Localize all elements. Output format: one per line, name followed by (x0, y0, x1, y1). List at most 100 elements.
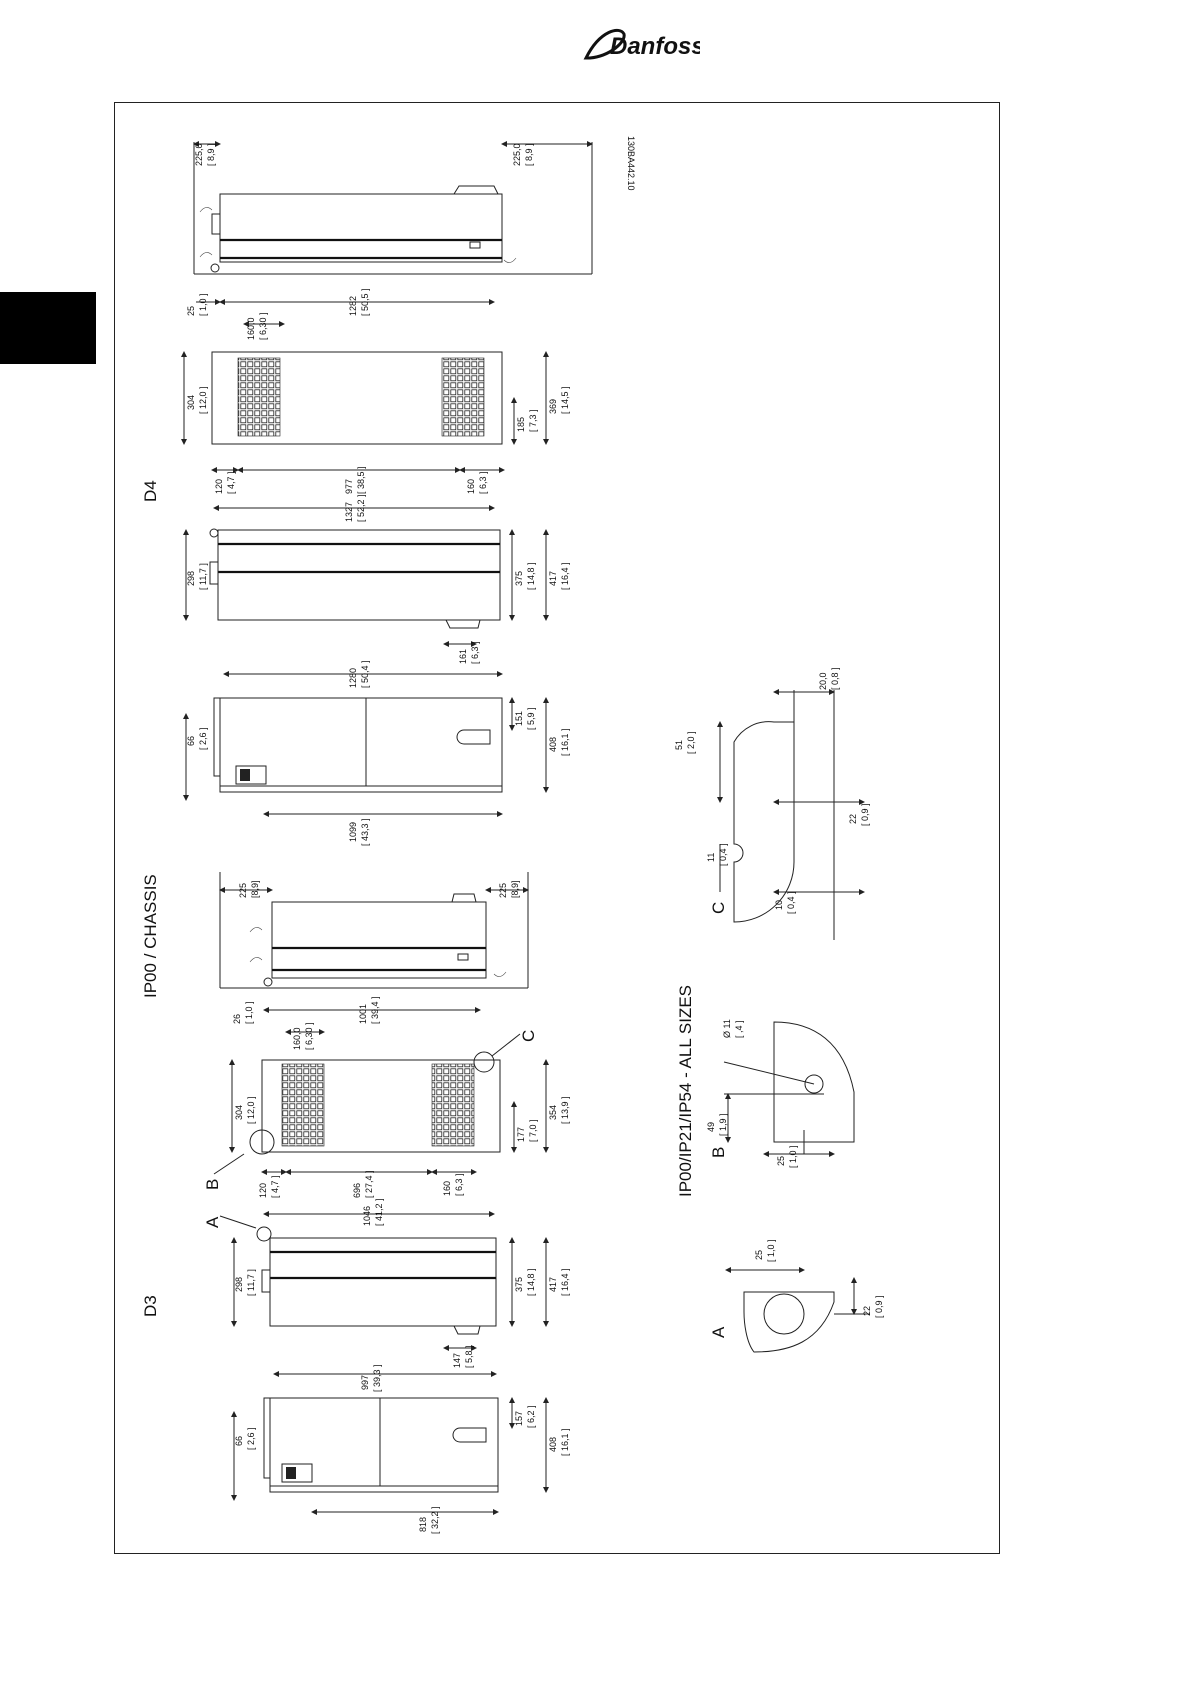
label-d4: D4 (141, 480, 160, 502)
dim-d3-side-225b: 225 (498, 883, 508, 898)
detail-c-label: C (709, 902, 728, 914)
dim-d4-front-298-in: [ 11,7 ] (198, 563, 208, 590)
dim-d3-ch-818: 818 (418, 1517, 428, 1532)
dimension-drawing: 130BA442.10 D4 IP00 / CHASSIS D3 IP00/IP… (141, 136, 884, 1534)
dim-d4-top-120-in: [ 4,7 ] (226, 471, 236, 494)
dim-d4-side-225b: 225,0 (512, 143, 522, 166)
dim-d3-top-120: 120 (258, 1183, 268, 1198)
dim-d4-ch-408: 408 (548, 737, 558, 752)
dim-d4-ch-151-in: [ 5,9 ] (526, 707, 536, 730)
dim-d4-front-375-in: [ 14,8 ] (526, 562, 536, 590)
dim-c-20: 20,0 (818, 672, 828, 690)
dim-a-25-in: [ 1,0 ] (766, 1239, 776, 1262)
dim-d4-front-375: 375 (514, 571, 524, 586)
dim-b-49-in: [ 1,9 ] (718, 1113, 728, 1136)
dim-d4-top-304: 304 (186, 395, 196, 410)
dim-d3-front-298: 298 (234, 1277, 244, 1292)
dim-d3-top-177: 177 (516, 1127, 526, 1142)
dim-d3-top-304: 304 (234, 1105, 244, 1120)
dim-d3-top-696-in: [ 27,4 ] (364, 1170, 374, 1198)
dim-c-10-in: [ 0,4 ] (786, 891, 796, 914)
dim-d4-top-120: 120 (214, 479, 224, 494)
dim-d4-front-1327-in: [ 52,2 ] (356, 494, 366, 522)
dim-d3-side-225b-in: [8,9] (510, 880, 520, 898)
d3-top-view: 26 [ 1,0 ] 1001 [ 39,4 ] 160,0 [ 6,30 ] … (203, 996, 570, 1198)
dim-d4-top-160b: 160 (466, 479, 476, 494)
dim-d3-ch-157: 157 (514, 1411, 524, 1426)
d4-top-view: 25 [ 1,0 ] 1282 [ 50,5 ] 160,0 [ 6,30 ] … (181, 288, 570, 494)
dim-d3-top-1001: 1001 (358, 1004, 368, 1024)
dim-c-20-in: [ 0,8 ] (830, 667, 840, 690)
dim-c-10: 10 (774, 900, 784, 910)
dim-d3-side-225a-in: [8,9] (250, 880, 260, 898)
danfoss-logo: Danfoss (583, 28, 700, 60)
dim-d4-front-1327: 1327 (344, 502, 354, 522)
dim-d4-ch-408-in: [ 16,1 ] (560, 728, 570, 756)
dim-d4-front-161-in: [ 6,3 ] (470, 641, 480, 664)
drawing-frame (114, 102, 1000, 1554)
dim-a-22-in: [ 0,9 ] (874, 1295, 884, 1318)
dim-d3-ch-818-in: [ 32,2 ] (430, 1506, 440, 1534)
dim-d4-top-25: 25 (186, 306, 196, 316)
dim-c-11: 11 (706, 853, 716, 862)
dim-a-22: 22 (862, 1306, 872, 1316)
dim-d3-front-1046: 1046 (362, 1206, 372, 1226)
dim-d3-ch-66-in: [ 2,6 ] (246, 1427, 256, 1450)
callout-b: B (203, 1179, 222, 1190)
chapter-tab (0, 292, 96, 364)
dim-d3-ch-66: 66 (234, 1436, 244, 1446)
label-chassis: IP00 / CHASSIS (141, 874, 160, 998)
logo-text: Danfoss (610, 33, 700, 60)
detail-a: 25 [ 1,0 ] 22 [ 0,9 ] A (709, 1239, 884, 1353)
dim-d4-top-160b-in: [ 6,3 ] (478, 471, 488, 494)
dim-d3-top-26: 26 (232, 1014, 242, 1024)
dim-d3-top-696: 696 (352, 1183, 362, 1198)
dim-d3-front-375-in: [ 14,8 ] (526, 1268, 536, 1296)
dim-d4-front-298: 298 (186, 571, 196, 586)
dim-d4-top-185: 185 (516, 417, 526, 432)
dim-d4-front-417-in: [ 16,4 ] (560, 562, 570, 590)
callout-c: C (519, 1030, 538, 1042)
dim-c-51: 51 (674, 740, 684, 750)
dim-d3-top-160b: 160 (442, 1181, 452, 1196)
d3-chassis-view: 997 [ 39,3 ] 66 [ 2,6 ] 157 [ 6,2 ] 408 … (231, 1364, 570, 1534)
dim-d3-top-160-in: [ 6,30 ] (304, 1022, 314, 1050)
dim-d3-top-1001-in: [ 39,4 ] (370, 996, 380, 1024)
dim-d4-top-160: 160,0 (246, 317, 256, 340)
dim-d4-ch-1099: 1099 (348, 822, 358, 842)
dim-d4-top-160-in: [ 6,30 ] (258, 312, 268, 340)
detail-b-label: B (709, 1147, 728, 1158)
dim-d4-ch-151: 151 (514, 711, 524, 726)
d3-front-view: 1046 [ 41,2 ] 298 [ 11,7 ] 375 [ 14,8 ] … (203, 1198, 570, 1368)
dim-d4-side-225a-in: [ 8,9 ] (206, 143, 216, 166)
dim-b-49: 49 (706, 1122, 716, 1132)
dim-d4-top-977: 977 (344, 479, 354, 494)
dim-d3-ch-408-in: [ 16,1 ] (560, 1428, 570, 1456)
dim-d4-top-304-in: [ 12,0 ] (198, 386, 208, 414)
dim-d4-top-1282-in: [ 50,5 ] (360, 288, 370, 316)
dim-d4-side-225b-in: [ 8,9 ] (524, 143, 534, 166)
d4-chassis-view: 1280 [ 50,4 ] 66 [ 2,6 ] 151 [ 5,9 ] 408… (183, 660, 570, 846)
dim-d3-front-375: 375 (514, 1277, 524, 1292)
dim-d3-front-1046-in: [ 41,2 ] (374, 1198, 384, 1226)
dim-d4-ch-66: 66 (186, 736, 196, 746)
dim-d3-front-298-in: [ 11,7 ] (246, 1269, 256, 1296)
dim-d3-ch-408: 408 (548, 1437, 558, 1452)
dim-d3-top-354: 354 (548, 1105, 558, 1120)
dim-c-22-in: [ 0,9 ] (860, 803, 870, 826)
d4-side-view: 225,0 [ 8,9 ] 225,0 [ 8,9 ] (193, 141, 593, 275)
dim-c-11-in: [ 0,4 ] (718, 843, 728, 866)
callout-a: A (203, 1216, 222, 1228)
dim-b-25-in: [ 1,0 ] (788, 1145, 798, 1168)
dim-b-diam-in: [ ,4 ] (734, 1020, 744, 1038)
dim-b-25: 25 (776, 1156, 786, 1166)
dim-d4-front-417: 417 (548, 571, 558, 586)
dim-d4-top-977-in: [ 38,5 ] (356, 466, 366, 494)
dim-d4-ch-66-in: [ 2,6 ] (198, 727, 208, 750)
dim-d3-side-225a: 225 (238, 883, 248, 898)
detail-a-label: A (709, 1326, 728, 1338)
dim-d3-front-147: 147 (452, 1353, 462, 1368)
dim-d3-top-354-in: [ 13,9 ] (560, 1096, 570, 1124)
dim-d3-top-160b-in: [ 6,3 ] (454, 1173, 464, 1196)
dim-d4-top-1282: 1282 (348, 296, 358, 316)
